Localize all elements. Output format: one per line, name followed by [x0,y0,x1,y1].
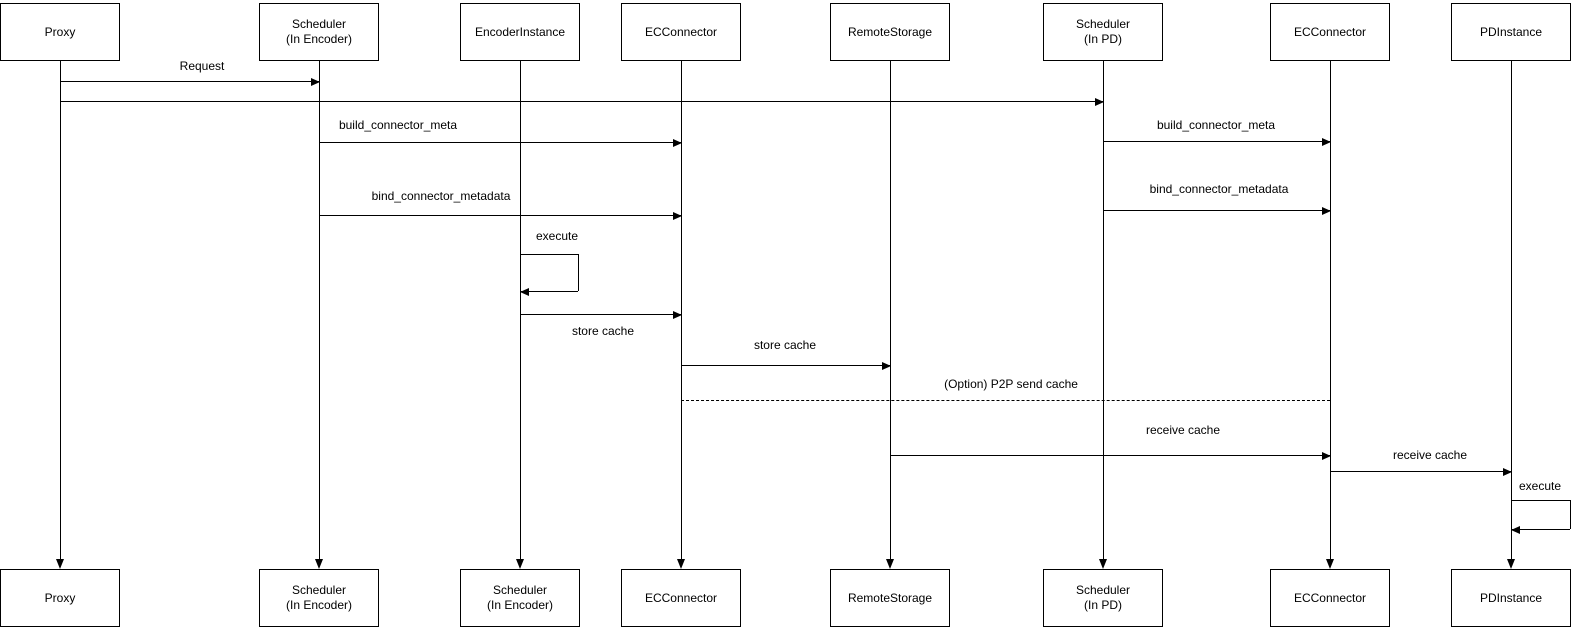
execute-loop-pd-top-segment [1511,500,1570,501]
message-arrow-receive-cache-pd [1330,467,1512,476]
down-arrowhead-icon [886,559,894,569]
actor-top-scheduler-encoder: Scheduler (In Encoder) [259,3,379,61]
message-arrow-bind-connector-metadata-encoder [319,211,682,220]
message-label-receive-cache-remote: receive cache [1143,423,1223,438]
down-arrowhead-icon [56,559,64,569]
message-arrow-store-cache-remote [681,361,891,370]
lifeline-pdinstance [1511,61,1512,561]
message-label-build-connector-meta-encoder: build_connector_meta [336,118,460,133]
message-arrow-bind-connector-metadata-pd [1103,206,1331,215]
down-arrowhead-icon [1099,559,1107,569]
down-arrowhead-icon [1507,559,1515,569]
execute-loop-encoder-top-segment [520,254,578,255]
actor-top-pdinstance: PDInstance [1451,3,1571,61]
message-label-p2p-send-cache: (Option) P2P send cache [942,377,1080,392]
down-arrowhead-icon [1326,559,1334,569]
message-label-build-connector-meta-pd: build_connector_meta [1154,118,1278,133]
actor-bottom-pdinstance: PDInstance [1451,569,1571,627]
message-label-bind-connector-metadata-encoder: bind_connector_metadata [369,189,513,204]
execute-loop-pd-right-segment [1570,500,1571,529]
message-label-execute-encoder: execute [533,229,581,244]
message-label-receive-cache-pd: receive cache [1390,448,1470,463]
message-arrow-store-cache-encoder [520,310,682,319]
actor-top-encoder-instance: EncoderInstance [460,3,580,61]
execute-loop-encoder-right-segment [578,254,579,291]
actor-top-ecconnector-encoder: ECConnector [621,3,741,61]
lifeline-encoder-instance [520,61,521,561]
actor-top-scheduler-pd: Scheduler (In PD) [1043,3,1163,61]
actor-bottom-remote-storage: RemoteStorage [830,569,950,627]
actor-top-remote-storage: RemoteStorage [830,3,950,61]
lifeline-remote-storage [890,61,891,561]
actor-top-proxy: Proxy [0,3,120,61]
execute-loop-pd-return-arrow [1511,525,1570,534]
execute-loop-encoder-return-arrow [520,287,578,296]
message-arrow-receive-cache-remote [890,451,1331,460]
message-arrow-request [60,77,320,86]
message-arrow-build-connector-meta-encoder [319,138,682,147]
down-arrowhead-icon [677,559,685,569]
lifeline-ecconnector-pd [1330,61,1331,561]
actor-bottom-scheduler-pd: Scheduler (In PD) [1043,569,1163,627]
lifeline-scheduler-encoder [319,61,320,561]
actor-bottom-proxy: Proxy [0,569,120,627]
message-label-store-cache-encoder: store cache [569,324,637,339]
actor-bottom-ecconnector-pd: ECConnector [1270,569,1390,627]
message-line-p2p-send-cache [681,400,1330,401]
actor-bottom-scheduler-encoder: Scheduler (In Encoder) [259,569,379,627]
actor-bottom-encoder-instance: Scheduler (In Encoder) [460,569,580,627]
lifeline-proxy [60,61,61,561]
down-arrowhead-icon [315,559,323,569]
message-arrow-build-connector-meta-pd [1103,137,1331,146]
actor-bottom-ecconnector-encoder: ECConnector [621,569,741,627]
message-label-request: Request [177,59,227,74]
lifeline-scheduler-pd [1103,61,1104,561]
message-arrow-proxy-to-scheduler-pd [60,97,1104,106]
message-label-execute-pd: execute [1516,479,1564,494]
down-arrowhead-icon [516,559,524,569]
message-label-store-cache-remote: store cache [751,338,819,353]
message-label-bind-connector-metadata-pd: bind_connector_metadata [1147,182,1291,197]
actor-top-ecconnector-pd: ECConnector [1270,3,1390,61]
